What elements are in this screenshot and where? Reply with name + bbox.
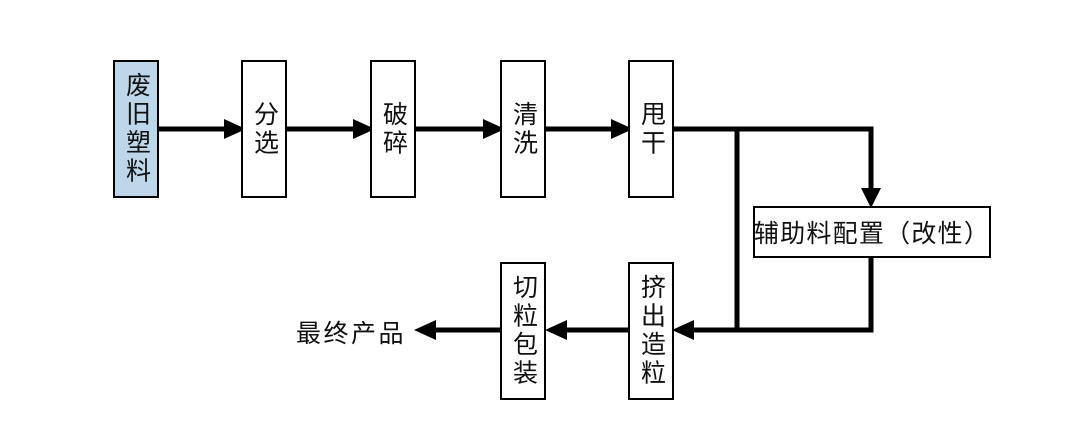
edge-sorting-to-crushing bbox=[287, 119, 375, 139]
final-product-text: 最终产品 bbox=[296, 321, 407, 348]
node-label-crushing: 破碎 bbox=[379, 100, 407, 158]
label-final-product: 最终产品 bbox=[296, 314, 406, 350]
node-crushing[interactable]: 破碎 bbox=[370, 60, 416, 198]
node-waste-plastic[interactable]: 废旧塑料 bbox=[113, 60, 159, 198]
node-extrusion-granulation[interactable]: 挤出造粒 bbox=[628, 262, 674, 400]
edge-washing-to-drying bbox=[546, 119, 633, 139]
node-label-extrusion-granulation: 挤出造粒 bbox=[637, 274, 665, 388]
node-label-auxiliary-material: 辅助料配置（改性） bbox=[753, 221, 991, 248]
node-label-sorting: 分选 bbox=[250, 100, 278, 158]
node-spin-drying[interactable]: 甩干 bbox=[628, 60, 674, 198]
node-label-waste-plastic: 废旧塑料 bbox=[122, 72, 150, 186]
node-pelletizing-packaging[interactable]: 切粒包装 bbox=[500, 262, 546, 400]
edge-waste-to-sorting bbox=[159, 119, 246, 139]
edge-pelletizing-to-final bbox=[414, 320, 500, 340]
node-sorting[interactable]: 分选 bbox=[241, 60, 287, 198]
edge-crushing-to-washing bbox=[416, 119, 505, 139]
node-auxiliary-material[interactable]: 辅助料配置（改性） bbox=[753, 206, 991, 258]
node-label-spin-drying: 甩干 bbox=[637, 100, 665, 158]
node-washing[interactable]: 清洗 bbox=[500, 60, 546, 198]
edge-extrusion-to-pelletizing bbox=[545, 320, 628, 340]
node-label-washing: 清洗 bbox=[509, 100, 537, 158]
edge-auxiliary-to-extrusion bbox=[672, 258, 874, 340]
edge-drying-to-auxiliary bbox=[674, 126, 881, 208]
node-label-pelletizing-packaging: 切粒包装 bbox=[509, 274, 537, 388]
